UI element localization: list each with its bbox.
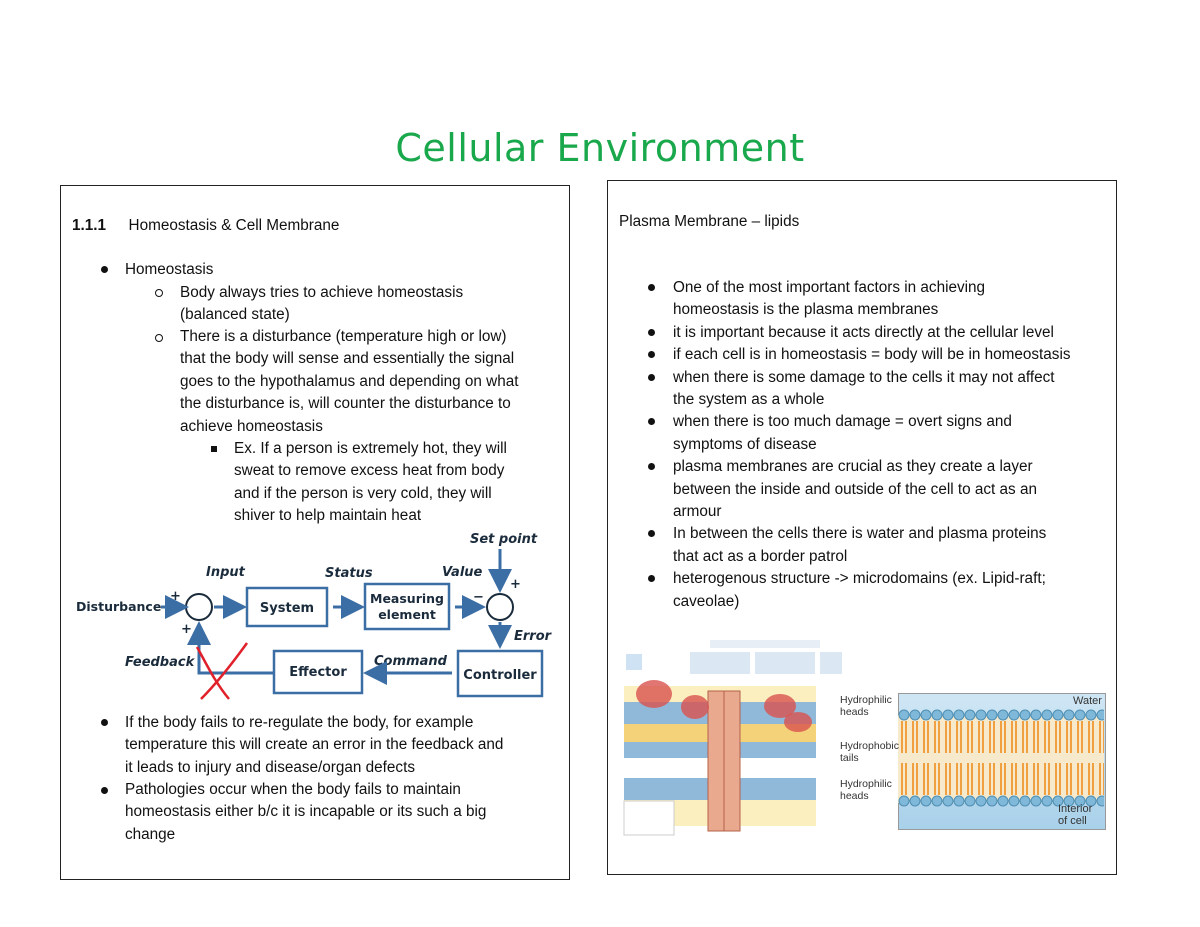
bilayer-graphic (898, 709, 1104, 807)
list-item: heterogenous structure -> microdomains (… (673, 570, 1046, 610)
list-item: when there is some damage to the cells i… (673, 368, 1055, 408)
cross-mark-icon (195, 646, 230, 700)
bullet-dot (648, 463, 655, 471)
bullet-square (211, 446, 217, 452)
plus-sign: + (170, 589, 181, 604)
bullet-dot (648, 418, 655, 426)
membrane-protein-figure (620, 636, 890, 836)
bullet-circle (155, 334, 163, 342)
label-interior: Interior of cell (1058, 803, 1093, 827)
summing-junction-left (185, 593, 213, 621)
section-number: 1.1.1 (72, 217, 107, 234)
controller-box (456, 649, 544, 698)
bullet-dot (101, 787, 108, 794)
plus-sign: + (510, 577, 521, 592)
error-label: Error (514, 629, 553, 644)
feedback-label: Feedback (125, 655, 196, 670)
measuring-element-box (363, 582, 451, 631)
list-item-pathologies: Pathologies occur when the body fails to… (125, 781, 487, 843)
status-label: Status (325, 566, 373, 581)
sub-sub-item-example: Ex. If a person is extremely hot, they w… (234, 440, 507, 525)
system-box (245, 586, 329, 628)
left-notes-box: 1.1.1 Homeostasis & Cell Membrane Homeos… (60, 185, 570, 880)
bullet-dot (101, 266, 108, 273)
bullet-dot (101, 719, 108, 726)
disturbance-label: Disturbance (76, 599, 161, 614)
bilayer-labels: Hydrophilic heads Hydrophobic tails Hydr… (840, 694, 899, 802)
list-item-homeostasis: Homeostasis (125, 261, 214, 278)
label-hydrophilic-heads-bottom: Hydrophilic heads (840, 778, 892, 802)
bullet-dot (648, 284, 655, 291)
bullet-circle (155, 289, 163, 297)
label-hydrophilic-heads: Hydrophilic heads (840, 694, 892, 718)
label-hydrophobic-tails: Hydrophobic tails (840, 740, 899, 764)
bullet-dot (648, 373, 655, 381)
bullet-dot (648, 351, 655, 359)
plus-sign: + (181, 622, 192, 637)
bullet-dot (648, 328, 655, 336)
set-point-label: Set point (470, 532, 538, 547)
controller-label: Controller (463, 668, 537, 683)
measuring-label-line1: Measuring (370, 591, 444, 606)
sub-item-1: Body always tries to achieve homeostasis… (180, 284, 464, 324)
list-item: plasma membranes are crucial as they cre… (673, 458, 1037, 520)
value-label: Value (442, 565, 483, 580)
bullet-dot (648, 575, 655, 583)
page-title: Cellular Environment (395, 126, 805, 170)
list-item: One of the most important factors in ach… (673, 279, 986, 319)
sub-item-2: There is a disturbance (temperature high… (180, 328, 519, 435)
list-item: if each cell is in homeostasis = body wi… (673, 346, 1071, 364)
list-item: In between the cells there is water and … (673, 525, 1047, 565)
summing-junction-right (486, 593, 514, 621)
list-item: when there is too much damage = overt si… (673, 413, 1012, 453)
input-label: Input (206, 565, 246, 580)
feedback-loop-diagram: Set point Input Status Value Error Feedb… (76, 532, 553, 700)
section-title: Homeostasis & Cell Membrane (128, 217, 340, 234)
list-item: it is important because it acts directly… (673, 323, 1054, 341)
label-water: Water (1073, 695, 1102, 707)
measuring-label-line2: element (378, 607, 436, 622)
system-label: System (260, 601, 314, 616)
bullet-dot (648, 530, 655, 538)
minus-sign: − (473, 590, 484, 605)
command-label: Command (374, 654, 448, 669)
section-heading: 1.1.1 Homeostasis & Cell Membrane (72, 215, 339, 237)
section-heading-right: Plasma Membrane – lipids (619, 213, 800, 230)
right-notes-box: Plasma Membrane – lipids One of the most… (607, 180, 1117, 875)
list-item-failure: If the body fails to re-regulate the bod… (125, 714, 504, 776)
effector-label: Effector (289, 665, 347, 680)
